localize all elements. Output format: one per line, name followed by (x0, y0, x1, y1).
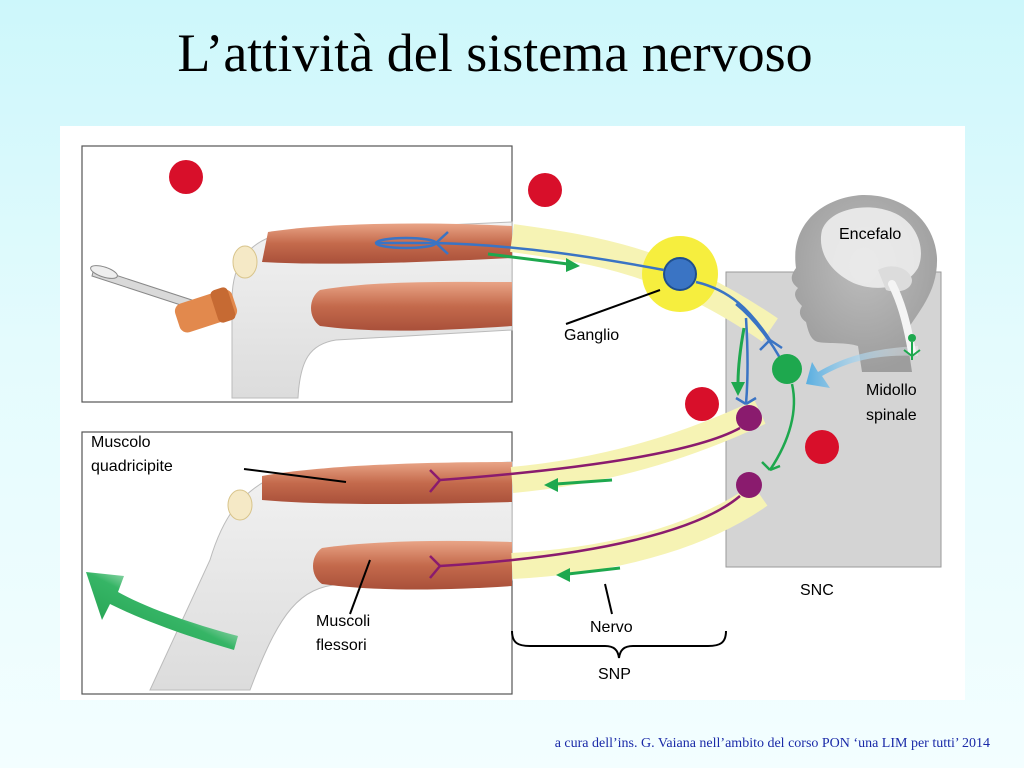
label-muscolo-line1: Muscolo (91, 434, 151, 451)
stimulus-dot-4 (805, 430, 839, 464)
interneuron-axon (768, 383, 796, 471)
reflex-illustration (81, 145, 942, 695)
spinal-cord-icon (888, 280, 916, 356)
label-nervo: Nervo (590, 619, 633, 636)
interneuron-cell (772, 354, 802, 384)
label-snp: SNP (598, 666, 631, 683)
signal-arrows (487, 252, 746, 582)
motor-neurons (429, 426, 741, 579)
quadricipite-pointer-line (243, 468, 347, 483)
bottom-flexor-muscle (313, 540, 512, 590)
label-muscoli-line1: Muscoli (316, 613, 371, 630)
nerve-bundle-middle (510, 400, 766, 493)
motor-neuron-cell-2 (736, 472, 762, 498)
top-kneecap (232, 245, 258, 279)
reflex-hammer-icon (90, 265, 238, 333)
label-midollo-line2: spinale (866, 407, 917, 424)
leg-extension-arrow-icon (86, 572, 238, 650)
stimulus-dot-2 (528, 173, 562, 207)
slide-title: L’attività del sistema nervoso (177, 23, 813, 83)
ganglio-pointer-line (565, 289, 661, 325)
label-encefalo: Encefalo (839, 226, 902, 243)
top-flexor-muscle (311, 281, 512, 331)
stimulus-dot-1 (169, 160, 203, 194)
top-leg-panel (81, 145, 513, 403)
label-snc: SNC (800, 582, 834, 599)
bottom-quadriceps-muscle (262, 462, 512, 504)
stimulus-dot-3 (685, 387, 719, 421)
label-midollo-line1: Midollo (866, 382, 917, 399)
label-muscolo-line2: quadricipite (91, 458, 173, 475)
label-ganglio: Ganglio (564, 327, 620, 344)
nervo-pointer-line (604, 583, 613, 615)
ganglion-cell (663, 257, 697, 291)
reflex-diagram: Encefalo Ganglio Midollo spinale Muscolo… (60, 126, 965, 700)
footer-credit: a cura dell’ins. G. Vaiana nell’ambito d… (554, 736, 990, 751)
label-muscoli-line2: flessori (316, 637, 367, 654)
snp-brace (511, 630, 727, 659)
flessori-pointer-line (349, 559, 371, 615)
bottom-kneecap (227, 489, 253, 521)
cerebellum-icon (878, 266, 912, 292)
motor-neuron-cell-1 (736, 405, 762, 431)
head-silhouette-icon (791, 194, 938, 372)
nerve-bundle-bottom (511, 484, 768, 579)
spinal-cord-pointer-arrow-icon (806, 346, 918, 388)
sensory-neuron (374, 231, 784, 406)
spinal-neuron-icon (903, 342, 921, 360)
nerve-bundle-top (510, 224, 778, 342)
